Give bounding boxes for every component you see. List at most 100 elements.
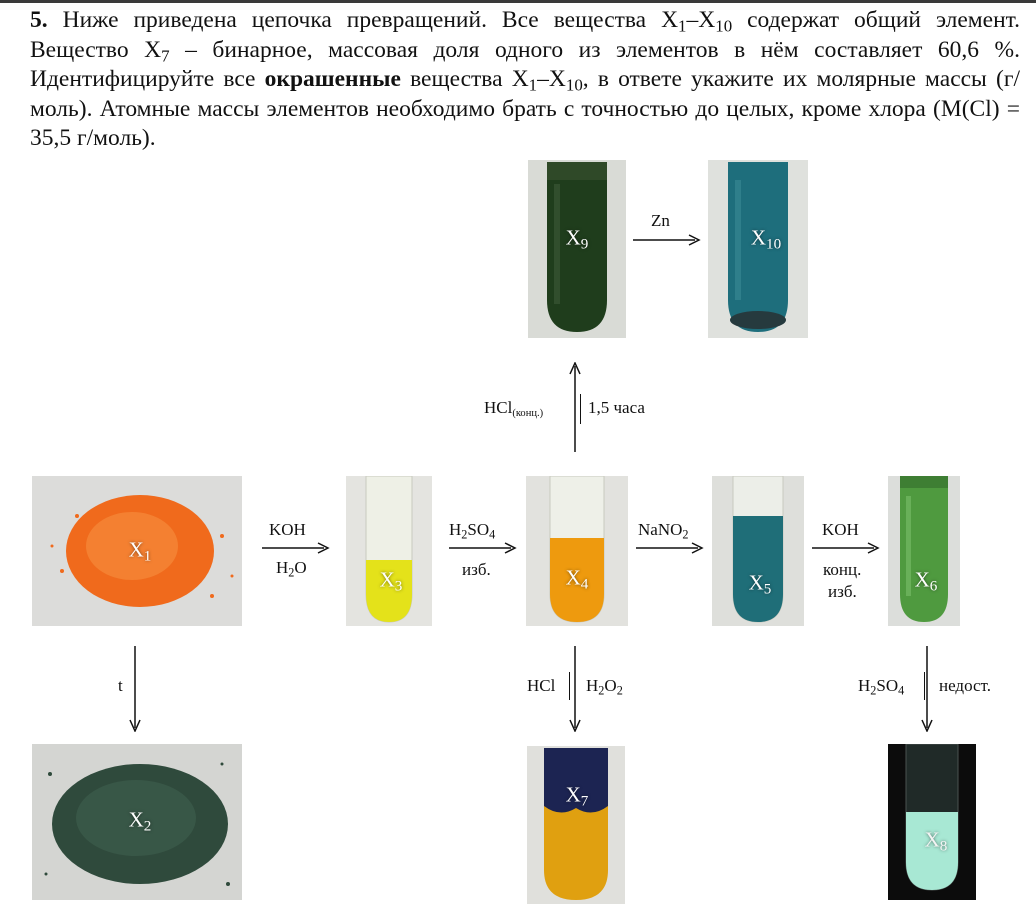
- problem-tail1: вещества X: [400, 66, 529, 92]
- range-sep: –X: [537, 66, 566, 92]
- sub: 2: [870, 683, 877, 698]
- heat-condition: t: [118, 676, 123, 695]
- x8-photo: [888, 744, 976, 900]
- letter: X: [565, 782, 581, 807]
- x3-photo: [346, 476, 432, 626]
- x6-label: X6: [914, 567, 938, 595]
- sub: 6: [929, 578, 938, 595]
- problem-bold-word: окрашенные: [264, 66, 401, 92]
- text: NaNO: [638, 520, 683, 539]
- zn-reagent: Zn: [651, 211, 670, 230]
- separator-h2so4: [924, 672, 926, 700]
- x10-liquid: [728, 162, 788, 332]
- letter: X: [128, 537, 144, 562]
- arrow-x5-x6: [812, 542, 880, 554]
- sub: 2: [288, 565, 295, 580]
- letter: X: [924, 827, 940, 852]
- sub: 7: [580, 793, 589, 810]
- text: SO: [876, 676, 899, 695]
- text: O: [604, 676, 617, 695]
- text: O: [294, 558, 307, 577]
- x1-photo: [32, 476, 242, 626]
- arrow-x1-x2: [129, 646, 141, 732]
- x10-label: X10: [750, 225, 782, 253]
- text: SO: [467, 520, 490, 539]
- sub: 5: [763, 581, 772, 598]
- sub: 4: [898, 683, 905, 698]
- x9-label: X9: [565, 225, 589, 253]
- arrow-x4-x5: [636, 542, 704, 554]
- koh-concentrated-reagent: KOH: [822, 520, 859, 539]
- arrow-x4-x9: [569, 362, 581, 454]
- sub: 2: [598, 683, 605, 698]
- x7-label: X7: [565, 782, 589, 810]
- sub: 4: [580, 576, 589, 593]
- text: HCl: [484, 398, 513, 417]
- letter: X: [565, 225, 581, 250]
- sub: 2: [143, 818, 152, 835]
- text: H: [858, 676, 871, 695]
- koh-reagent: KOH: [269, 520, 306, 539]
- x10-photo: [708, 160, 808, 338]
- range-sep: –X: [686, 7, 716, 33]
- problem-statement: 5. Ниже приведена цепочка превращений. В…: [30, 6, 1020, 154]
- sub: 10: [715, 16, 733, 36]
- sub: (конц.): [512, 407, 544, 419]
- h2o2-reagent: H2O2: [586, 676, 623, 698]
- top-rule: [0, 0, 1036, 3]
- x1-label: X1: [128, 537, 152, 565]
- nano2-reagent: NaNO2: [638, 520, 689, 542]
- arrow-x3-x4: [449, 542, 517, 554]
- x6-photo: [888, 476, 960, 626]
- separator-hcl-h2o2: [569, 672, 571, 700]
- x9-photo: [528, 160, 626, 338]
- x4-photo: [526, 476, 628, 626]
- x5-photo: [712, 476, 804, 626]
- separator-hcl: [580, 394, 582, 424]
- deficit-condition: недост.: [939, 676, 991, 695]
- text: H: [449, 520, 462, 539]
- x5-liquid: [733, 516, 783, 622]
- problem-common: содержат общий элемент. Вещество X: [30, 7, 1021, 63]
- sub: 10: [766, 236, 782, 253]
- time-condition: 1,5 часа: [588, 398, 645, 417]
- problem-intro: Ниже приведена цепочка превращений. Все …: [62, 7, 679, 33]
- sub: 8: [939, 838, 948, 855]
- problem-number: 5.: [30, 7, 48, 33]
- hcl-reagent: HCl: [527, 676, 556, 695]
- sub: 10: [565, 75, 583, 95]
- sub: 9: [580, 236, 589, 253]
- concentrated-condition: конц.: [823, 560, 862, 579]
- letter: X: [750, 225, 767, 250]
- arrow-x9-x10: [633, 234, 701, 246]
- x2-photo: [32, 744, 242, 900]
- x8-label: X8: [924, 827, 948, 855]
- x5-label: X5: [748, 570, 772, 598]
- x7-photo: [527, 746, 625, 904]
- sub: 1: [143, 548, 152, 565]
- sub: 7: [161, 46, 170, 66]
- sub: 1: [528, 75, 538, 95]
- excess-condition: изб.: [462, 560, 491, 579]
- text: H: [276, 558, 289, 577]
- sub: 1: [678, 16, 687, 36]
- arrow-x4-x7: [569, 646, 581, 732]
- problem-binary: – бинарное, массовая доля одного из элем…: [30, 36, 1020, 93]
- sub: 2: [461, 527, 468, 542]
- problem-tail2: , в ответе укажите их молярные массы (г/…: [30, 66, 1021, 151]
- sub: 3: [394, 578, 403, 595]
- hcl-konc-reagent: HCl(конц.): [484, 398, 544, 419]
- x3-liquid: [366, 560, 412, 622]
- letter: X: [914, 567, 930, 592]
- sub: 2: [682, 527, 689, 542]
- letter: X: [565, 565, 581, 590]
- sub: 2: [616, 683, 623, 698]
- arrow-x6-x8: [921, 646, 933, 732]
- h2so4-deficit-reagent: H2SO4: [858, 676, 905, 698]
- x8-liquid: [906, 812, 958, 890]
- text: H: [586, 676, 599, 695]
- x4-liquid: [550, 538, 604, 622]
- arrow-x1-x3: [262, 542, 330, 554]
- h2o-condition: H2O: [276, 558, 307, 580]
- letter: X: [748, 570, 764, 595]
